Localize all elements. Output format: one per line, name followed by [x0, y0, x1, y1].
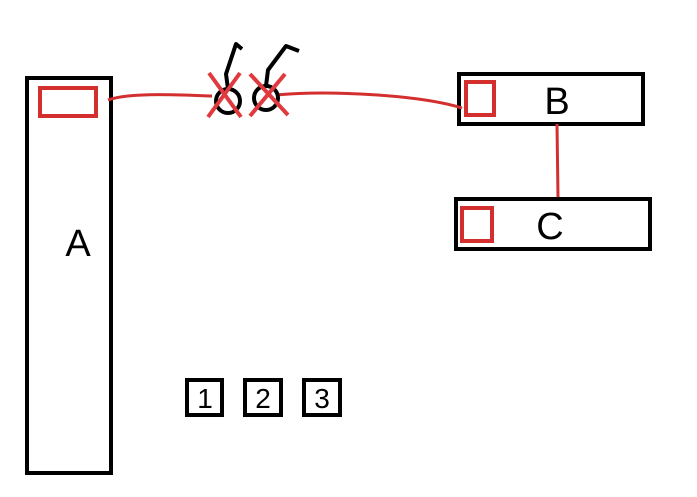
box-b-outline: [457, 72, 645, 126]
box-c-port: [460, 206, 494, 243]
broken-link-icon: [206, 42, 244, 119]
tile-2-label: 2: [255, 383, 271, 414]
box-b-label: B: [544, 81, 569, 123]
connector-a-b: [107, 91, 463, 110]
tile-1-label: 1: [197, 383, 213, 414]
tile-1: 1: [185, 378, 224, 417]
broken-link-icon: [248, 44, 300, 118]
box-a-outline: [25, 76, 113, 475]
box-c: C: [454, 197, 652, 251]
tile-3-label: 3: [314, 383, 330, 414]
box-c-label: C: [536, 206, 563, 248]
tile-2: 2: [243, 378, 283, 417]
tile-3: 3: [302, 378, 342, 417]
box-b: B: [457, 72, 645, 126]
box-a: A: [25, 76, 113, 475]
box-a-port: [38, 86, 98, 118]
box-b-port: [464, 80, 496, 117]
connector-b-c: [555, 123, 560, 198]
box-a-label: A: [65, 223, 91, 265]
box-c-outline: [454, 197, 652, 251]
